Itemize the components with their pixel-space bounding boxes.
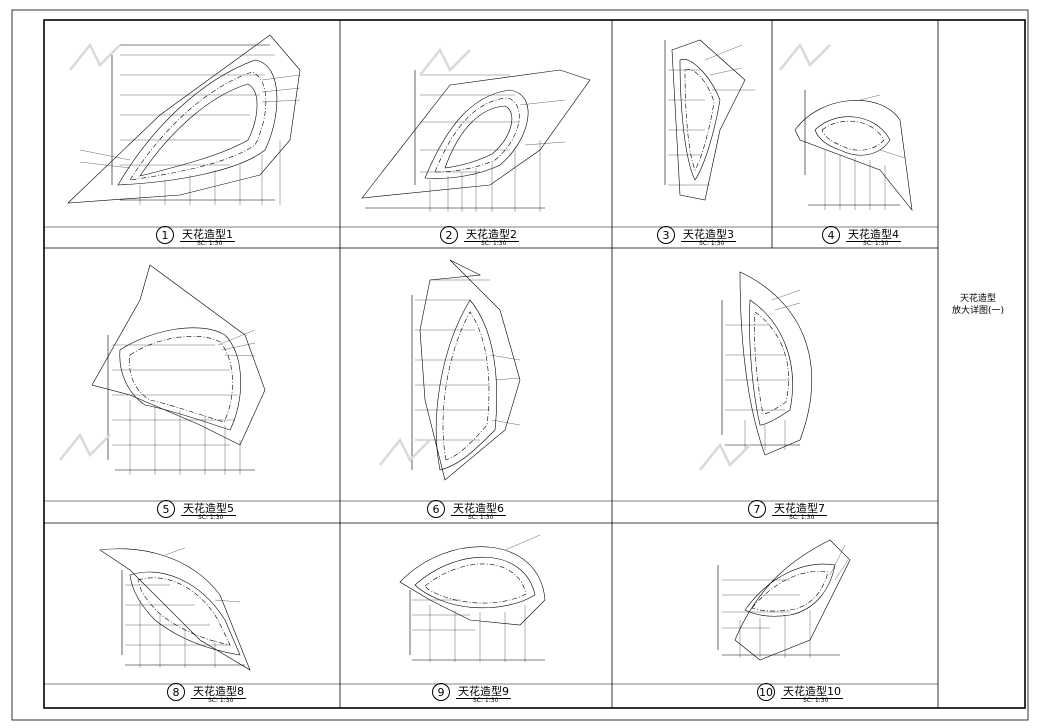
- detail-scale-5: SC: 1:30: [198, 514, 224, 521]
- detail-scale-10: SC: 1:30: [803, 697, 829, 704]
- detail-number-10: 10: [757, 683, 775, 701]
- detail-scale-4: SC: 1:30: [863, 240, 889, 247]
- detail-title-8: 天花造型8: [191, 684, 246, 699]
- detail-caption-7: 7 天花造型7: [748, 500, 827, 518]
- detail-scale-1: SC: 1:30: [197, 240, 223, 247]
- detail-number-2: 2: [440, 226, 458, 244]
- detail-scale-3: SC: 1:30: [699, 240, 725, 247]
- detail-3-drawing: [664, 39, 755, 201]
- detail-caption-1: 1 天花造型1: [156, 226, 235, 244]
- watermark-logo: [59, 42, 831, 471]
- detail-8-drawing: [99, 547, 251, 671]
- detail-number-8: 8: [167, 683, 185, 701]
- detail-1-drawing: [67, 34, 301, 205]
- detail-7-drawing: [721, 271, 813, 456]
- sheet-title: 天花造型 放大详图(一): [946, 293, 1010, 317]
- outer-border: [11, 9, 1029, 721]
- sheet-title-line-2: 放大详图(一): [951, 306, 1005, 316]
- detail-caption-8: 8 天花造型8: [167, 683, 246, 701]
- detail-4-drawing: [794, 90, 913, 212]
- detail-number-7: 7: [748, 500, 766, 518]
- detail-scale-8: SC: 1:30: [208, 697, 234, 704]
- detail-title-1: 天花造型1: [180, 227, 235, 242]
- detail-title-7: 天花造型7: [772, 501, 827, 516]
- detail-6-drawing: [411, 259, 521, 481]
- detail-2-drawing: [361, 69, 591, 212]
- detail-10-drawing: [717, 539, 851, 661]
- detail-title-6: 天花造型6: [451, 501, 506, 516]
- detail-scale-9: SC: 1:30: [473, 697, 499, 704]
- detail-title-4: 天花造型4: [846, 227, 901, 242]
- inner-border: [43, 19, 1026, 709]
- detail-number-9: 9: [432, 683, 450, 701]
- detail-title-9: 天花造型9: [456, 684, 511, 699]
- detail-number-5: 5: [157, 500, 175, 518]
- detail-scale-7: SC: 1:30: [789, 514, 815, 521]
- detail-number-4: 4: [822, 226, 840, 244]
- detail-caption-3: 3 天花造型3: [657, 226, 736, 244]
- sheet-title-line-1: 天花造型: [959, 294, 996, 304]
- detail-caption-5: 5 天花造型5: [157, 500, 236, 518]
- detail-caption-4: 4 天花造型4: [822, 226, 901, 244]
- detail-scale-2: SC: 1:30: [481, 240, 507, 247]
- detail-title-3: 天花造型3: [681, 227, 736, 242]
- panel-grid: [44, 20, 939, 708]
- detail-scale-6: SC: 1:30: [468, 514, 494, 521]
- detail-number-1: 1: [156, 226, 174, 244]
- detail-caption-6: 6 天花造型6: [427, 500, 506, 518]
- detail-9-drawing: [399, 534, 546, 662]
- detail-title-2: 天花造型2: [464, 227, 519, 242]
- detail-title-5: 天花造型5: [181, 501, 236, 516]
- detail-5-drawing: [91, 264, 266, 475]
- detail-number-3: 3: [657, 226, 675, 244]
- detail-title-10: 天花造型10: [781, 684, 843, 699]
- detail-number-6: 6: [427, 500, 445, 518]
- detail-caption-2: 2 天花造型2: [440, 226, 519, 244]
- detail-caption-9: 9 天花造型9: [432, 683, 511, 701]
- detail-caption-10: 10 天花造型10: [757, 683, 843, 701]
